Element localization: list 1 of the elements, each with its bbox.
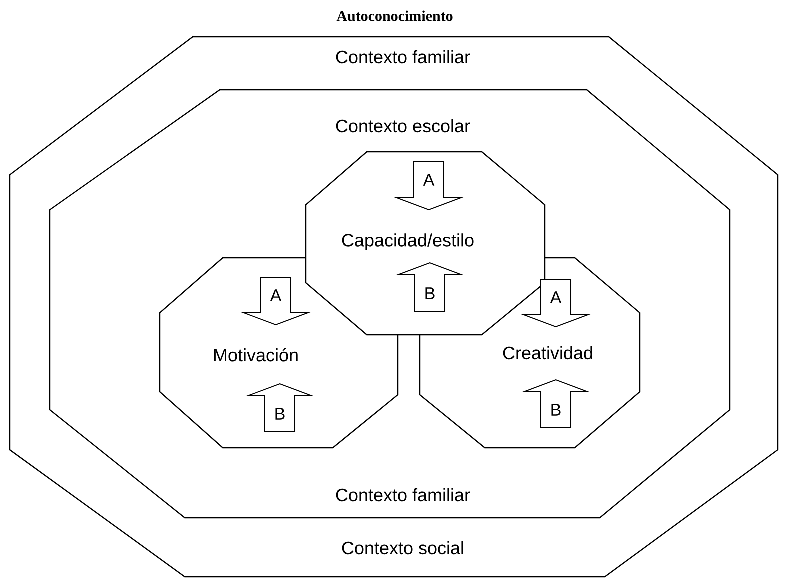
title: Autoconocimiento (336, 10, 453, 22)
